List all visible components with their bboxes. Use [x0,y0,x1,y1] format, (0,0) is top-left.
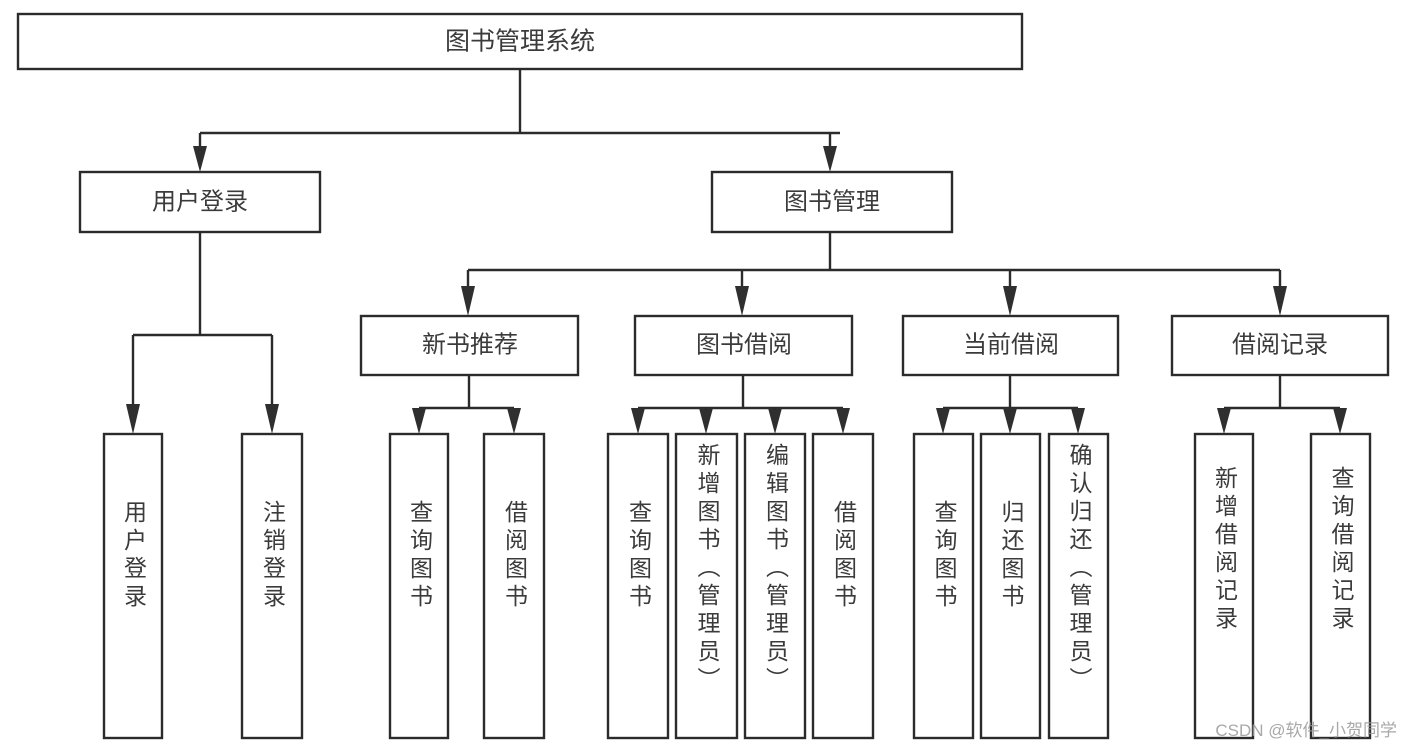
node-book-management-box [710,170,954,234]
node-leaf-box[interactable] [1309,432,1372,740]
connector-root-to-level2 [193,69,840,172]
node-book-borrow-label: 图书借阅 [696,331,792,358]
arrowhead-icon [461,286,475,316]
arrowhead-icon [699,408,713,434]
arrowhead-icon [1333,408,1347,434]
node-leaf-box[interactable] [1047,432,1110,740]
node-root-box [16,12,1024,71]
node-new-book-recommend[interactable]: 新书推荐 [359,314,580,377]
node-current-borrow[interactable]: 当前借阅 [901,314,1120,377]
arrowhead-icon [936,408,950,434]
node-user-login-label: 用户登录 [152,188,248,215]
node-leaf-box[interactable] [482,432,546,740]
node-current-borrow-label: 当前借阅 [963,331,1059,358]
arrowhead-icon [1071,408,1085,434]
node-book-borrow-box [633,314,854,377]
arrowhead-icon [768,408,782,434]
node-new-book-recommend-box [359,314,580,377]
arrowhead-icon [735,286,749,316]
arrowhead-icon [823,146,837,172]
connector-books-to-level3 [461,232,1287,316]
connector-borrow-to-leaves [631,375,850,434]
arrowhead-icon [836,408,850,434]
arrowhead-icon [1003,408,1017,434]
watermark-text: CSDN @软件_小贺同学 [1215,721,1397,740]
node-leaf-box[interactable] [606,432,670,740]
node-new-book-recommend-label: 新书推荐 [422,331,518,358]
connector-records-to-leaves [1217,375,1347,434]
connector-newbooks-to-leaves [412,375,521,434]
connector-login-to-leaves [126,232,279,434]
arrowhead-icon [507,408,521,434]
arrowhead-icon [631,408,645,434]
arrowhead-icon [1217,408,1231,434]
node-user-login[interactable]: 用户登录 [78,170,322,234]
arrowhead-icon [412,408,426,434]
node-leaf-box[interactable] [743,432,807,740]
arrowhead-icon [1273,286,1287,316]
connector-current-to-leaves [936,375,1085,434]
node-leaf-box[interactable] [1193,432,1255,740]
arrowhead-icon [126,404,140,434]
node-leaf-box[interactable] [979,432,1042,740]
node-leaf-box[interactable] [388,432,450,740]
node-book-borrow[interactable]: 图书借阅 [633,314,854,377]
node-leaf-box[interactable] [240,432,304,740]
node-book-management[interactable]: 图书管理 [710,170,954,234]
node-borrow-records-box [1170,314,1390,377]
node-leaf-box[interactable] [102,432,164,740]
node-borrow-records[interactable]: 借阅记录 [1170,314,1390,377]
arrowhead-icon [265,404,279,434]
node-user-login-box [78,170,322,234]
node-current-borrow-box [901,314,1120,377]
node-root-label: 图书管理系统 [445,28,595,56]
node-leaf-box[interactable] [811,432,875,740]
node-leaf-box[interactable] [674,432,739,740]
node-book-management-label: 图书管理 [784,188,880,215]
arrowhead-icon [193,146,207,172]
node-root[interactable]: 图书管理系统 [16,12,1024,71]
node-borrow-records-label: 借阅记录 [1232,331,1328,358]
node-leaf-box[interactable] [912,432,975,740]
arrowhead-icon [1003,286,1017,316]
